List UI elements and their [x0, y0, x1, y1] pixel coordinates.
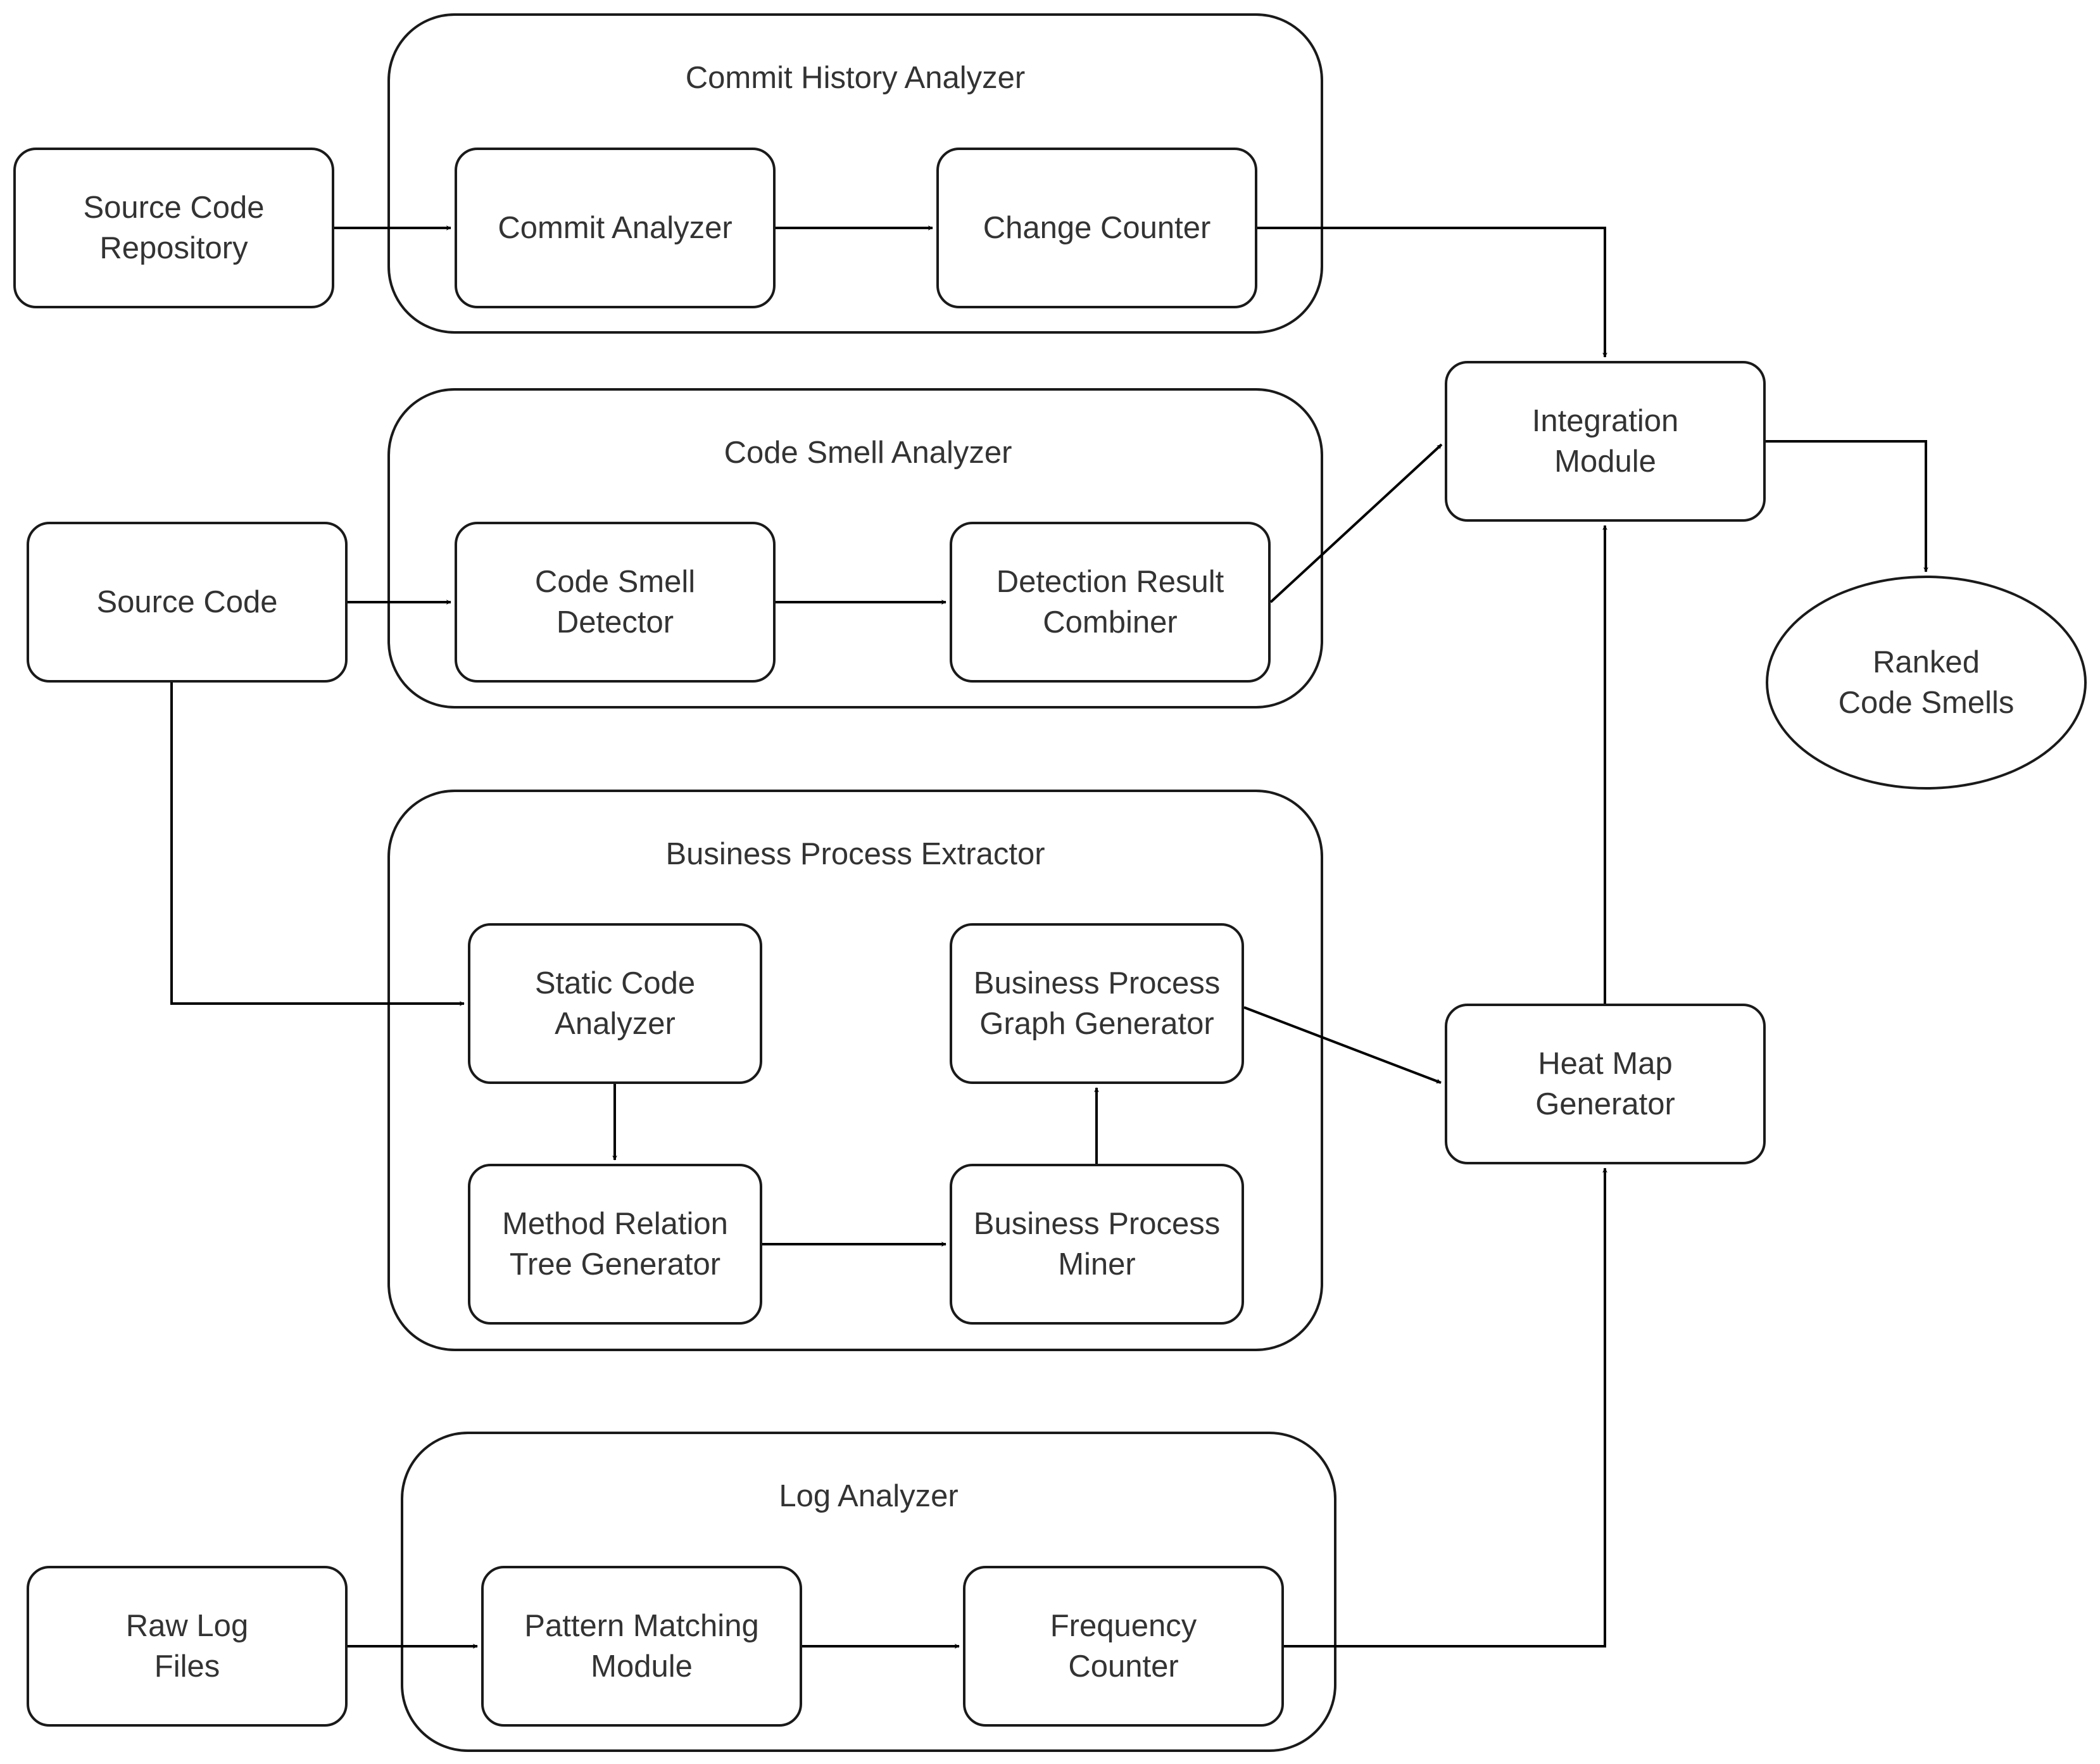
pattern-matching-module-node: Pattern Matching Module	[481, 1566, 802, 1727]
code-smell-analyzer-group: Code Smell Analyzer	[387, 388, 1323, 709]
group-title: Business Process Extractor	[665, 837, 1045, 871]
raw-log-files-node: Raw Log Files	[27, 1566, 348, 1727]
static-code-analyzer-node: Static Code Analyzer	[468, 923, 762, 1084]
method-relation-tree-generator-node: Method Relation Tree Generator	[468, 1164, 762, 1325]
integration-module-node: Integration Module	[1445, 361, 1766, 522]
code-smell-detector-node: Code Smell Detector	[455, 522, 776, 683]
detection-result-combiner-node: Detection Result Combiner	[950, 522, 1271, 683]
business-process-graph-generator-node: Business Process Graph Generator	[950, 923, 1244, 1084]
source-code-repository-node: Source Code Repository	[13, 148, 334, 308]
business-process-miner-node: Business Process Miner	[950, 1164, 1244, 1325]
source-code-node: Source Code	[27, 522, 348, 683]
edge-integration-module-to-ranked-code-smells	[1766, 440, 1928, 572]
ranked-code-smells-node: Ranked Code Smells	[1766, 576, 2087, 790]
business-process-extractor-group: Business Process Extractor	[387, 790, 1323, 1351]
frequency-counter-node: Frequency Counter	[963, 1566, 1284, 1727]
commit-analyzer-node: Commit Analyzer	[455, 148, 776, 308]
group-title: Code Smell Analyzer	[724, 436, 1012, 470]
change-counter-node: Change Counter	[936, 148, 1257, 308]
group-title: Commit History Analyzer	[685, 61, 1026, 95]
commit-history-analyzer-group: Commit History Analyzer	[387, 13, 1323, 334]
group-title: Log Analyzer	[779, 1479, 959, 1513]
heat-map-generator-node: Heat Map Generator	[1445, 1004, 1766, 1164]
